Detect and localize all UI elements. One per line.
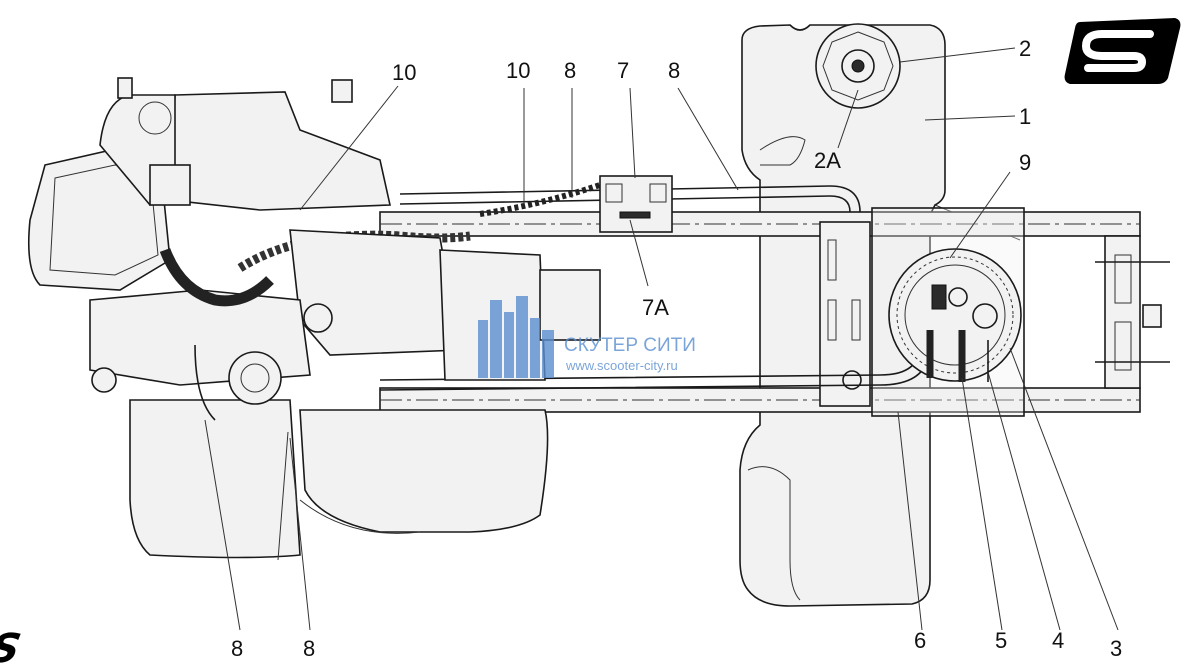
callout-4: 4 — [1052, 628, 1064, 653]
callout-5: 5 — [995, 628, 1007, 653]
callout-2: 2 — [1019, 36, 1031, 61]
callout-2a: 2A — [814, 148, 841, 173]
fuel-pump — [888, 248, 1022, 382]
callout-8-top-left: 8 — [564, 58, 576, 83]
callout-7a: 7A — [642, 295, 669, 320]
callout-10-right: 10 — [506, 58, 530, 83]
watermark: СКУТЕР СИТИ www.scooter-city.ru — [478, 296, 696, 378]
callout-6: 6 — [914, 628, 926, 653]
watermark-title: СКУТЕР СИТИ — [564, 335, 696, 356]
watermark-url: www.scooter-city.ru — [565, 358, 678, 373]
callout-3: 3 — [1110, 636, 1122, 661]
callout-1: 1 — [1019, 104, 1031, 129]
callout-9: 9 — [1019, 150, 1031, 175]
s-logo — [1064, 18, 1181, 84]
callout-8-bottom-right: 8 — [303, 636, 315, 661]
filter-clamp — [599, 175, 673, 233]
callout-7: 7 — [617, 58, 629, 83]
callout-8-bottom-left: 8 — [231, 636, 243, 661]
engine-assembly — [27, 77, 601, 559]
stels-logo: STELS — [0, 624, 27, 671]
leader-lines — [204, 47, 1119, 631]
callout-labels: 2 2A 1 9 7 7A 8 8 10 10 8 8 6 5 4 3 — [231, 36, 1122, 661]
fuel-cap — [815, 23, 901, 109]
callout-10-left: 10 — [392, 60, 416, 85]
city-skyline-icon — [478, 296, 554, 378]
callout-8-top-right: 8 — [668, 58, 680, 83]
stels-wordmark: STELS — [0, 624, 27, 671]
